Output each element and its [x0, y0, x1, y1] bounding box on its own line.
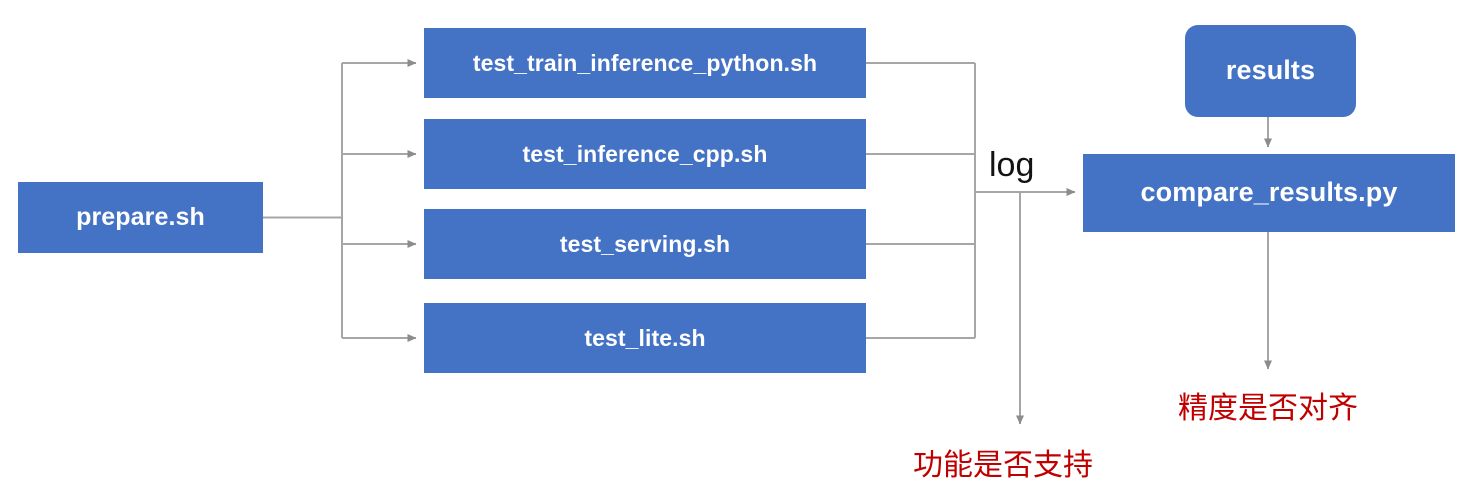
node-test-serving-sh[interactable]: test_serving.sh	[424, 209, 866, 279]
node-compare-results-py[interactable]: compare_results.py	[1083, 154, 1455, 232]
node-prepare-sh[interactable]: prepare.sh	[18, 182, 263, 253]
node-test-train-inference-python-sh[interactable]: test_train_inference_python.sh	[424, 28, 866, 98]
node-test-inference-cpp-sh-label: test_inference_cpp.sh	[522, 140, 768, 167]
edge-label-log: log	[989, 146, 1035, 184]
node-compare-results-py-label: compare_results.py	[1140, 177, 1398, 208]
node-test-lite-sh[interactable]: test_lite.sh	[424, 303, 866, 373]
annotation-precision-aligned: 精度是否对齐	[1178, 392, 1358, 425]
node-test-serving-sh-label: test_serving.sh	[559, 230, 731, 257]
node-results-label: results	[1225, 55, 1316, 86]
annotation-function-supported: 功能是否支持	[913, 449, 1093, 482]
node-test-inference-cpp-sh[interactable]: test_inference_cpp.sh	[424, 119, 866, 189]
node-test-lite-sh-label: test_lite.sh	[584, 324, 706, 351]
node-results[interactable]: results	[1185, 25, 1356, 117]
node-test-train-inference-python-sh-label: test_train_inference_python.sh	[472, 49, 818, 76]
node-prepare-sh-label: prepare.sh	[76, 203, 205, 232]
